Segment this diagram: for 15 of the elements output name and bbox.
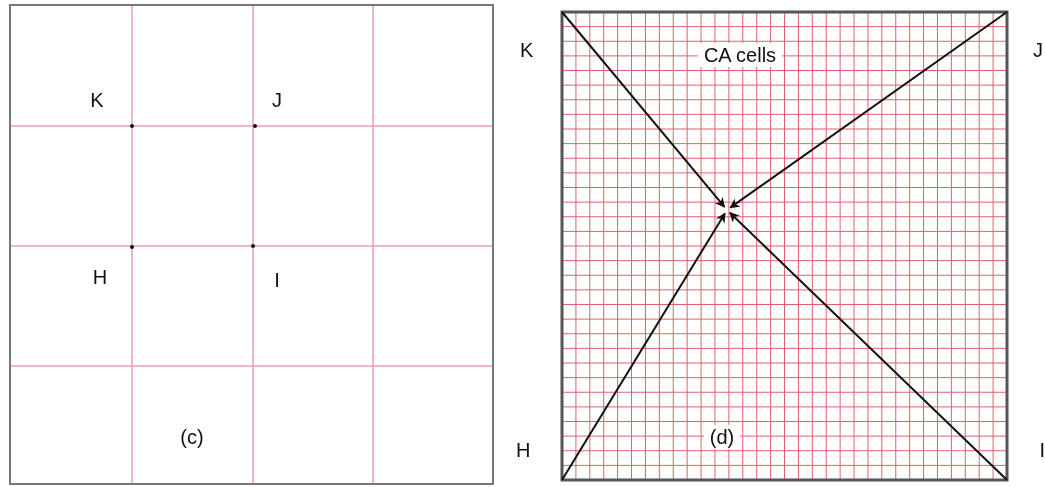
point-label: J — [272, 90, 282, 110]
corner-label: J — [1033, 40, 1043, 60]
arrow — [561, 212, 726, 481]
panel-caption: (d) — [703, 425, 741, 449]
point-label: H — [92, 267, 108, 287]
corner-label: K — [520, 40, 534, 60]
panel-caption: (c) — [180, 427, 204, 447]
grid-label: CA cells — [697, 43, 783, 67]
corner-label: H — [516, 440, 531, 460]
arrow — [561, 11, 726, 208]
corner-label: I — [1039, 440, 1045, 460]
arrow — [728, 211, 1008, 481]
point-label: I — [274, 270, 280, 290]
arrow — [729, 11, 1008, 209]
point-label: K — [90, 90, 104, 110]
